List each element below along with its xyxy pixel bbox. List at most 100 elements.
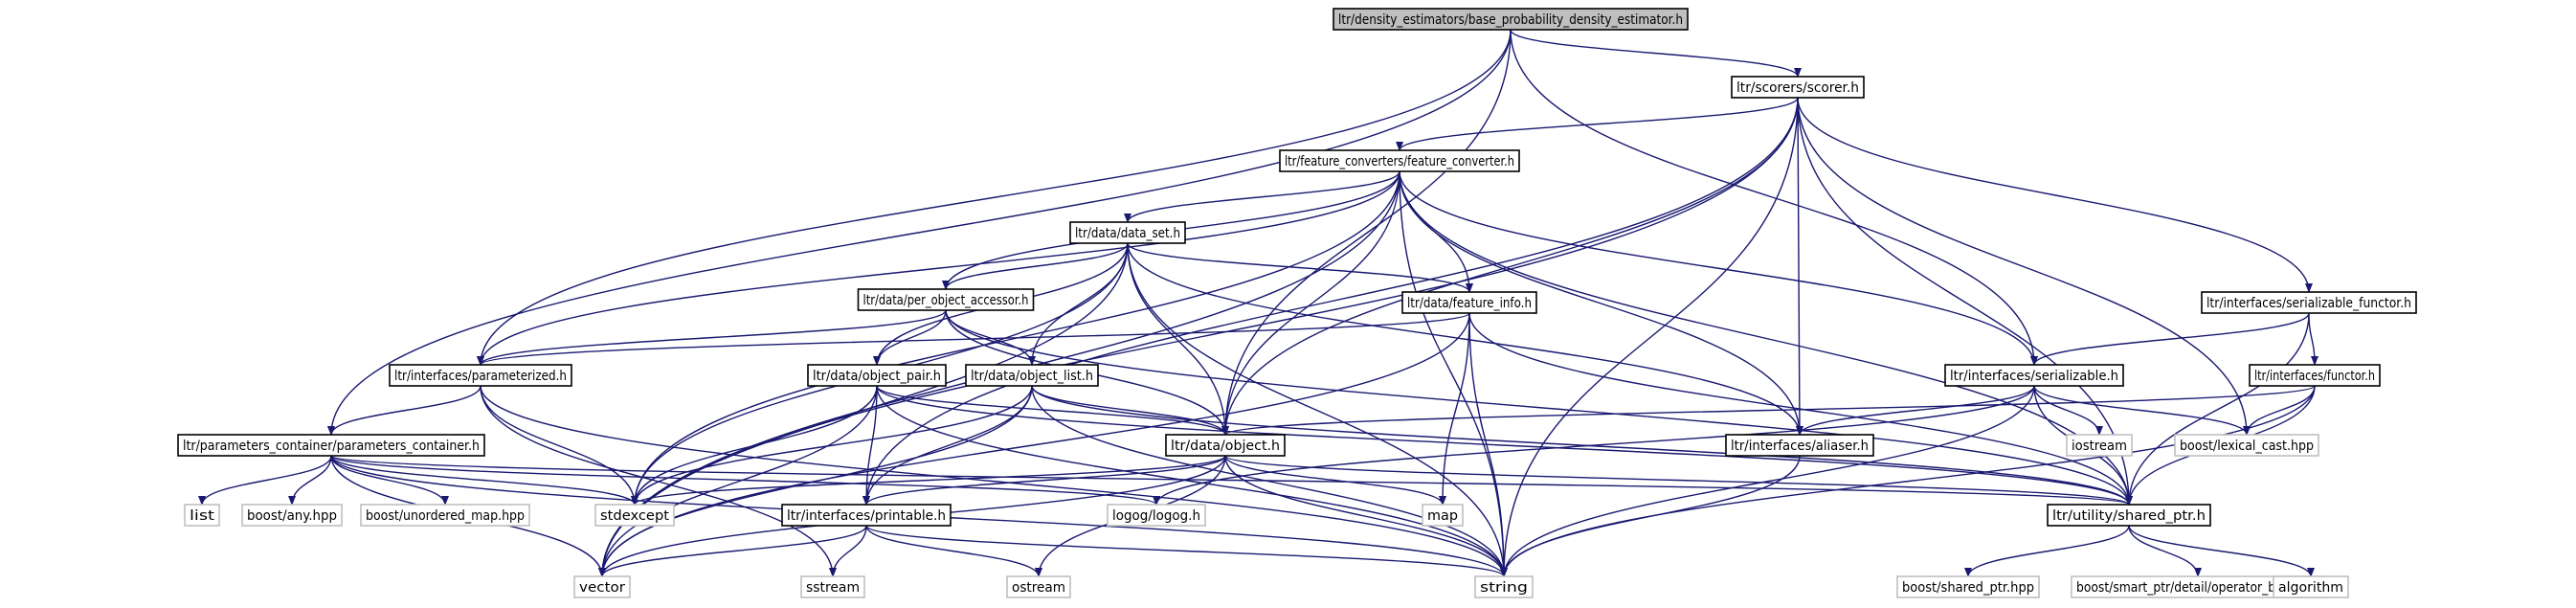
edge-parameters_container-to-boost_any: [288, 455, 332, 506]
node-label: ltr/data/per_object_accessor.h: [863, 293, 1029, 308]
node-box: [389, 364, 572, 387]
edge-path: [1500, 455, 1801, 577]
edge-path: [1796, 385, 2035, 436]
node-per-object-accessor[interactable]: ltr/data/per_object_accessor.h: [857, 288, 1035, 311]
node-label: vector: [579, 580, 625, 596]
edge-path: [1221, 29, 1512, 436]
node-feature-converter[interactable]: ltr/feature_converters/feature_converter…: [1279, 149, 1520, 172]
node-box: [2066, 434, 2133, 457]
edge-path: [1795, 97, 1803, 436]
edge-root-to-object: [1221, 29, 1512, 436]
node-box: [807, 364, 947, 387]
edge-path: [327, 385, 482, 436]
node-box: [2174, 434, 2319, 457]
edge-scorer-to-vector: [598, 97, 1799, 577]
edge-path: [1153, 385, 2035, 506]
edge-path: [942, 242, 1129, 290]
node-box: [1107, 504, 1206, 527]
node-serializable[interactable]: ltr/interfaces/serializable.h: [1944, 364, 2124, 387]
node-parameterized[interactable]: ltr/interfaces/parameterized.h: [389, 364, 572, 387]
node-feature-info[interactable]: ltr/data/feature_info.h: [1401, 291, 1537, 314]
edge-path: [876, 385, 1508, 577]
node-printable[interactable]: ltr/interfaces/printable.h: [781, 504, 952, 527]
edge-path: [1468, 312, 2133, 506]
edge-path: [1797, 97, 2133, 506]
node-functor[interactable]: ltr/interfaces/functor.h: [2249, 364, 2381, 387]
edge-object_pair-to-object: [876, 385, 1229, 436]
edge-path: [1224, 455, 1508, 577]
node-label: boost/unordered_map.hpp: [366, 508, 525, 524]
edge-path: [1510, 29, 2038, 366]
node-label: string: [1480, 580, 1528, 596]
node-list: list: [184, 504, 220, 527]
node-string: string: [1474, 575, 1534, 598]
edge-path: [862, 455, 1226, 506]
node-box: [1422, 504, 1464, 527]
node-box: [177, 434, 485, 457]
edge-path: [865, 525, 1508, 577]
edge-root-to-parameterized: [477, 29, 1512, 366]
node-map: map: [1422, 504, 1464, 527]
edge-parameterized-to-parameters_container: [327, 385, 482, 436]
node-label: ltr/data/object.h: [1171, 439, 1280, 454]
edge-object-to-map: [1224, 455, 1446, 506]
edge-path: [829, 525, 867, 577]
edge-printable-to-string: [865, 525, 1508, 577]
node-box: [1006, 575, 1071, 598]
edge-path: [1127, 242, 1229, 436]
edge-object-to-stdexcept: [631, 455, 1226, 506]
node-label: ltr/interfaces/functor.h: [2254, 369, 2375, 384]
edge-object-to-shared_ptr: [1224, 455, 2133, 506]
edge-path: [1221, 97, 1799, 436]
node-shared-ptr[interactable]: ltr/utility/shared_ptr.h: [2047, 504, 2211, 527]
node-serializable-functor[interactable]: ltr/interfaces/serializable_functor.h: [2201, 291, 2417, 314]
edge-object_pair-to-string: [876, 385, 1508, 577]
edge-object_pair-to-vector: [598, 385, 878, 577]
edge-path: [631, 455, 1226, 506]
node-scorer[interactable]: ltr/scorers/scorer.h: [1731, 76, 1865, 99]
node-box: [2249, 364, 2381, 387]
node-box: [594, 504, 675, 527]
edge-path: [1399, 170, 1508, 577]
edge-path: [2128, 525, 2315, 577]
edge-object_list-to-object: [1031, 385, 1229, 436]
edge-root-to-scorer: [1510, 29, 1802, 78]
node-label: ltr/feature_converters/feature_converter…: [1285, 154, 1514, 169]
edge-serializable-to-lexical_cast: [2033, 385, 2251, 436]
node-object-pair[interactable]: ltr/data/object_pair.h: [807, 364, 947, 387]
edge-data_set-to-feature_info: [1127, 242, 1473, 293]
edge-path: [327, 29, 1512, 436]
edge-path: [1396, 97, 1799, 151]
node-aliaser[interactable]: ltr/interfaces/aliaser.h: [1725, 434, 1874, 457]
edge-path: [1031, 385, 1229, 436]
node-box: [573, 575, 631, 598]
edge-printable-to-ostream: [865, 525, 1042, 577]
node-box: [1069, 221, 1186, 244]
node-box: [1731, 76, 1865, 99]
node-label: ostream: [1012, 580, 1065, 596]
edge-object_list-to-stdexcept: [631, 385, 1033, 506]
node-object[interactable]: ltr/data/object.h: [1165, 434, 1286, 457]
node-label: list: [190, 508, 215, 524]
edge-object-to-string: [1224, 455, 1508, 577]
edge-path: [876, 385, 1229, 436]
node-parameters-container[interactable]: ltr/parameters_container/parameters_cont…: [177, 434, 485, 457]
edge-path: [1028, 242, 1129, 366]
node-label: ltr/utility/shared_ptr.h: [2052, 508, 2206, 524]
node-label: ltr/data/feature_info.h: [1407, 296, 1532, 311]
edge-printable-to-sstream: [829, 525, 867, 577]
edge-serializable-to-string: [1500, 385, 2035, 577]
node-logog: logog/logog.h: [1107, 504, 1206, 527]
edge-object_pair-to-printable: [862, 385, 878, 506]
node-label: ltr/data/object_list.h: [971, 369, 1093, 384]
edge-path: [330, 455, 449, 506]
node-label: ltr/data/data_set.h: [1075, 226, 1180, 241]
edge-path: [1224, 455, 1446, 506]
edge-serializable_functor-to-serializable: [2030, 312, 2310, 366]
node-root[interactable]: ltr/density_estimators/base_probability_…: [1333, 8, 1689, 31]
node-data-set[interactable]: ltr/data/data_set.h: [1069, 221, 1186, 244]
edge-path: [631, 385, 1033, 506]
edge-path: [330, 455, 2133, 506]
node-object-list[interactable]: ltr/data/object_list.h: [965, 364, 1099, 387]
